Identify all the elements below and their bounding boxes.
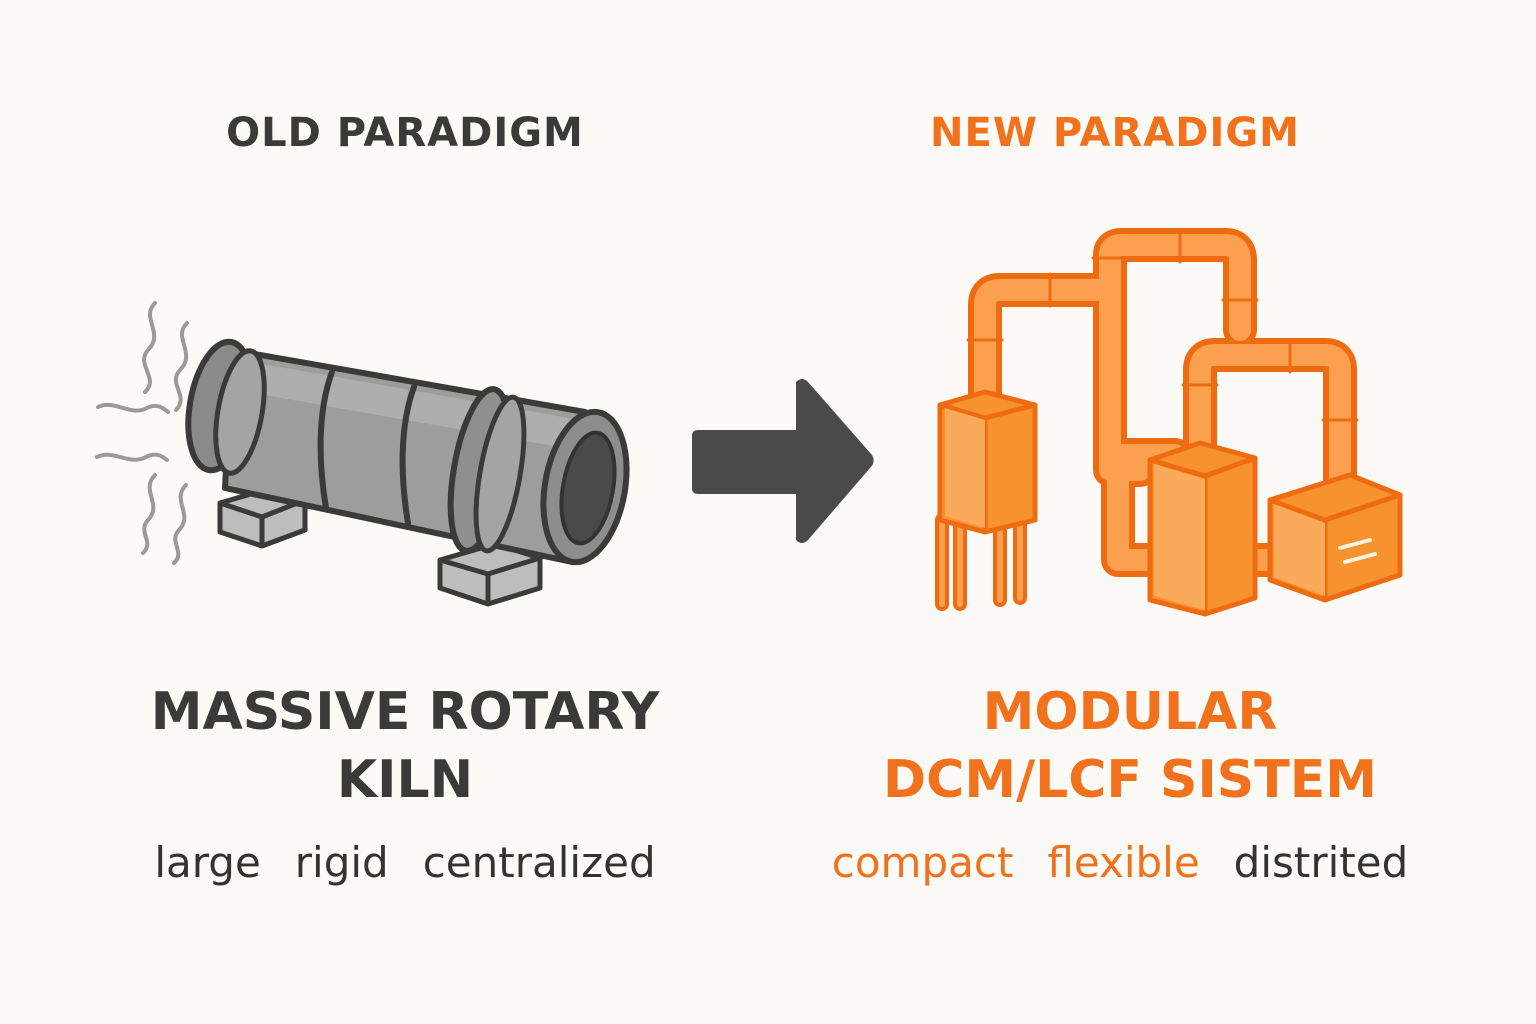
new-system-title: MODULAR DCM/LCF SISTEM xyxy=(830,678,1430,814)
old-title-line1: MASSIVE ROTARY xyxy=(150,682,660,742)
plant-tower-left xyxy=(935,389,1038,611)
old-attributes: large rigid centralized xyxy=(120,838,690,887)
old-attribute: centralized xyxy=(422,838,656,887)
new-attributes: compact flexible distrited xyxy=(820,838,1420,887)
heat-waves-icon xyxy=(95,301,189,565)
kiln-support-right xyxy=(437,541,543,607)
old-paradigm-heading: OLD PARADIGM xyxy=(226,110,584,156)
old-attribute: rigid xyxy=(294,838,389,887)
new-attribute: compact xyxy=(831,838,1014,887)
arrow-right-icon xyxy=(692,379,874,543)
new-attribute: distrited xyxy=(1233,838,1409,887)
old-title-line2: KILN xyxy=(336,750,474,810)
old-attribute: large xyxy=(154,838,261,887)
plant-block-center xyxy=(1147,440,1258,617)
new-title-line1: MODULAR xyxy=(982,682,1278,742)
rotary-kiln-icon xyxy=(95,301,630,607)
old-system-title: MASSIVE ROTARY KILN xyxy=(120,678,690,814)
plant-box-right xyxy=(1267,472,1403,603)
modular-plant-icon xyxy=(935,228,1403,617)
new-paradigm-heading: NEW PARADIGM xyxy=(930,110,1300,156)
new-attribute: flexible xyxy=(1047,838,1200,887)
new-title-line2: DCM/LCF SISTEM xyxy=(883,750,1377,810)
